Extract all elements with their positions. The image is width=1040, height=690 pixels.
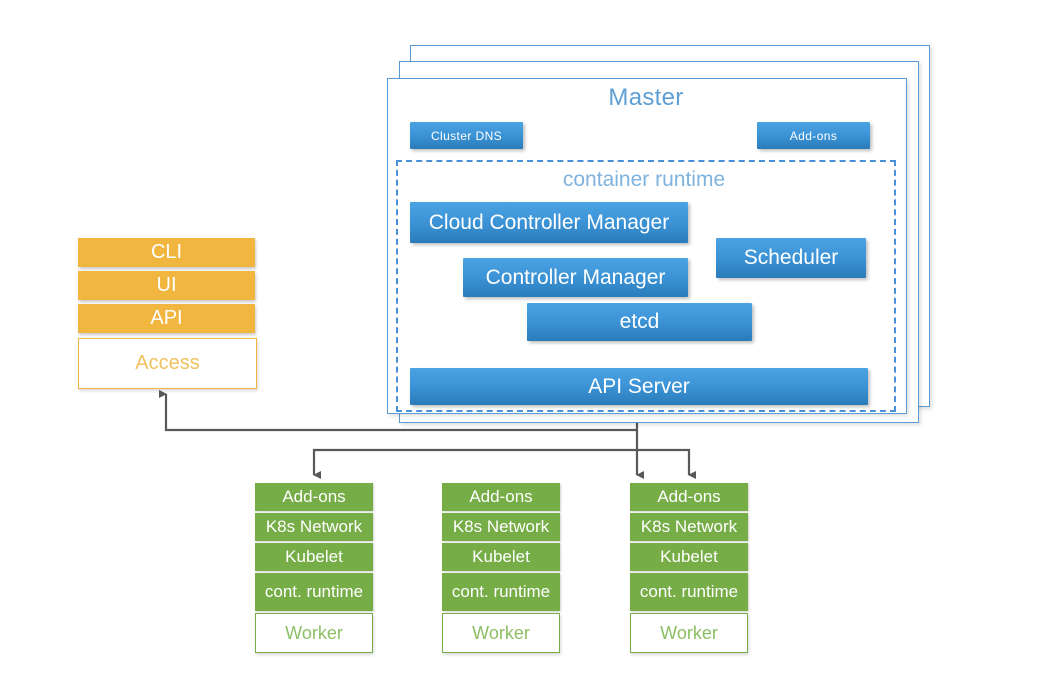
- worker2-row-network[interactable]: K8s Network: [442, 513, 560, 541]
- worker3-row-network[interactable]: K8s Network: [630, 513, 748, 541]
- cluster-dns-label: Cluster DNS: [430, 128, 503, 143]
- worker3-footer: Worker: [630, 613, 748, 653]
- scheduler-label: Scheduler: [743, 246, 839, 269]
- access-cli-label: CLI: [150, 241, 183, 263]
- api-server-label: API Server: [588, 374, 690, 398]
- access-layer-api[interactable]: API: [78, 304, 255, 333]
- access-footer: Access: [78, 338, 257, 389]
- worker1-row-addons[interactable]: Add-ons: [255, 483, 373, 511]
- worker2-row-kubelet[interactable]: Kubelet: [442, 543, 560, 571]
- cluster-dns-box[interactable]: Cluster DNS: [410, 122, 523, 149]
- worker1-footer: Worker: [255, 613, 373, 653]
- worker2-row-runtime[interactable]: cont. runtime: [442, 573, 560, 611]
- etcd-label: etcd: [619, 310, 660, 333]
- worker1-row-network[interactable]: K8s Network: [255, 513, 373, 541]
- cloud-controller-manager-box[interactable]: Cloud Controller Manager: [410, 202, 688, 243]
- worker2-row-addons[interactable]: Add-ons: [442, 483, 560, 511]
- worker-node-1[interactable]: Add-ons K8s Network Kubelet cont. runtim…: [255, 483, 373, 653]
- access-footer-label: Access: [135, 352, 200, 374]
- master-add-ons-box[interactable]: Add-ons: [757, 122, 870, 149]
- worker1-row-kubelet[interactable]: Kubelet: [255, 543, 373, 571]
- worker3-row-kubelet[interactable]: Kubelet: [630, 543, 748, 571]
- worker-node-3[interactable]: Add-ons K8s Network Kubelet cont. runtim…: [630, 483, 748, 653]
- container-runtime-region: [396, 160, 896, 412]
- worker2-footer: Worker: [442, 613, 560, 653]
- controller-manager-box[interactable]: Controller Manager: [463, 258, 688, 297]
- api-server-box[interactable]: API Server: [410, 368, 868, 405]
- master-add-ons-label: Add-ons: [789, 128, 838, 143]
- cloud-controller-manager-label: Cloud Controller Manager: [428, 210, 670, 234]
- container-runtime-title: container runtime: [562, 168, 726, 191]
- scheduler-box[interactable]: Scheduler: [716, 238, 866, 278]
- access-api-label: API: [150, 307, 183, 329]
- worker-node-2[interactable]: Add-ons K8s Network Kubelet cont. runtim…: [442, 483, 560, 653]
- access-layer-ui[interactable]: UI: [78, 271, 255, 300]
- controller-manager-label: Controller Manager: [485, 265, 666, 289]
- worker3-row-addons[interactable]: Add-ons: [630, 483, 748, 511]
- worker1-row-runtime[interactable]: cont. runtime: [255, 573, 373, 611]
- worker3-row-runtime[interactable]: cont. runtime: [630, 573, 748, 611]
- master-title: Master: [608, 84, 684, 111]
- access-layer-cli[interactable]: CLI: [78, 238, 255, 267]
- access-ui-label: UI: [156, 274, 177, 296]
- etcd-box[interactable]: etcd: [527, 303, 752, 341]
